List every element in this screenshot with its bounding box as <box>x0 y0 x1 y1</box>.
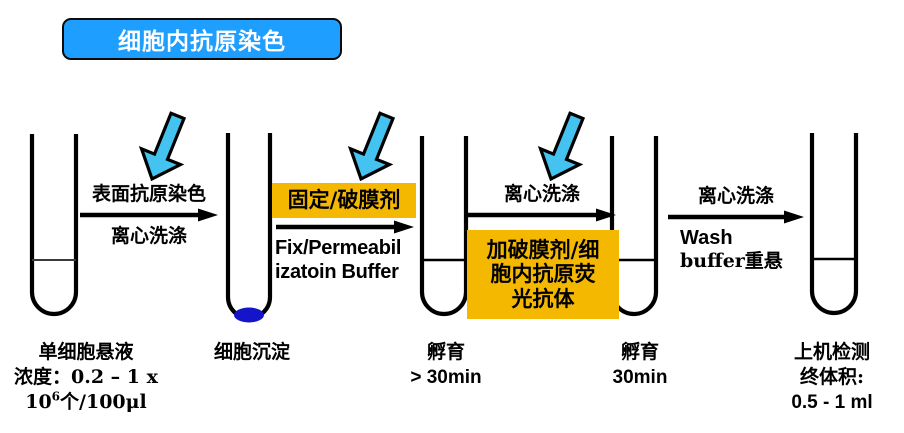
title-label: 细胞内抗原染色 <box>118 29 286 55</box>
tube-5 <box>808 131 864 323</box>
step-1-bottom-label: 离心洗涤 <box>110 224 187 247</box>
right-arrow-icon-4 <box>666 210 806 224</box>
cell-pellet-icon <box>234 307 264 323</box>
step-4-top-label: 离心洗涤 <box>697 185 774 207</box>
caption-1-line-3-sup: 6 <box>51 389 61 404</box>
step-2-bottom-line-1: Fix/Permeabil <box>275 237 402 259</box>
caption-3-line-2: > 30min <box>410 367 482 389</box>
highlight-box-perm-antibody: 加破膜剂/细 胞内抗原荧 光抗体 <box>467 230 619 319</box>
step-4-bottom-line-2: buffer重悬 <box>680 250 783 273</box>
step-1-top-label: 表面抗原染色 <box>91 183 206 205</box>
highlight-box-perm-antibody-line-1: 加破膜剂/细 <box>486 236 600 262</box>
highlight-box-fix-perm-label: 固定/破膜剂 <box>287 186 401 212</box>
right-arrow-icon-1 <box>78 208 220 222</box>
caption-single-cell-suspension: 单细胞悬液 浓度：0.2 – 1 x 106个/100μl <box>0 340 172 415</box>
title-banner: 细胞内抗原染色 <box>62 18 342 60</box>
caption-3-line-1: 孵育 <box>426 341 465 363</box>
down-arrow-icon-2 <box>327 103 399 181</box>
caption-acquisition: 上机检测 终体积: 0.5 - 1 ml <box>760 340 904 415</box>
caption-cell-pellet: 细胞沉淀 <box>177 340 327 365</box>
caption-incubate-1: 孵育 > 30min <box>376 340 516 390</box>
highlight-box-perm-antibody-line-3: 光抗体 <box>511 285 575 311</box>
step-2-bottom-line-2: izatoin Buffer <box>275 260 399 283</box>
caption-5-line-1: 上机检测 <box>793 341 870 363</box>
caption-1-line-3: 106个/100μl <box>0 390 172 415</box>
highlight-box-perm-antibody-line-2: 胞内抗原荧 <box>490 261 596 287</box>
down-arrow-icon-3 <box>517 103 589 181</box>
caption-5-line-2: 终体积: <box>799 366 864 389</box>
down-arrow-icon-1 <box>118 103 190 181</box>
caption-4-line-1: 孵育 <box>620 341 659 363</box>
step-2-group: Fix/Permeabil izatoin Buffer <box>274 218 416 284</box>
caption-5-line-3: 0.5 - 1 ml <box>791 392 873 414</box>
caption-4-line-2: 30min <box>612 367 668 389</box>
right-arrow-icon-3 <box>466 208 618 222</box>
caption-1-line-3-suffix: 个/100μl <box>60 391 147 414</box>
step-1-group: 表面抗原染色 离心洗涤 <box>78 183 220 247</box>
step-4-group: 离心洗涤 Wash buffer重悬 <box>666 185 806 273</box>
step-4-bottom-line-1: Wash <box>680 226 733 249</box>
tube-3 <box>418 134 474 324</box>
caption-1-line-2: 浓度：0.2 – 1 x <box>14 366 158 389</box>
tube-1 <box>28 132 84 324</box>
caption-1-line-3-prefix: 10 <box>25 391 52 414</box>
step-3-top-label: 离心洗涤 <box>503 183 580 205</box>
right-arrow-icon-2 <box>274 220 416 234</box>
tube-2 <box>224 131 280 327</box>
caption-incubate-2: 孵育 30min <box>570 340 710 390</box>
step-3-group: 离心洗涤 <box>466 183 618 225</box>
caption-2-line-1: 细胞沉淀 <box>213 341 290 363</box>
caption-1-line-1: 单细胞悬液 <box>38 341 134 363</box>
highlight-box-fix-perm: 固定/破膜剂 <box>272 183 416 218</box>
